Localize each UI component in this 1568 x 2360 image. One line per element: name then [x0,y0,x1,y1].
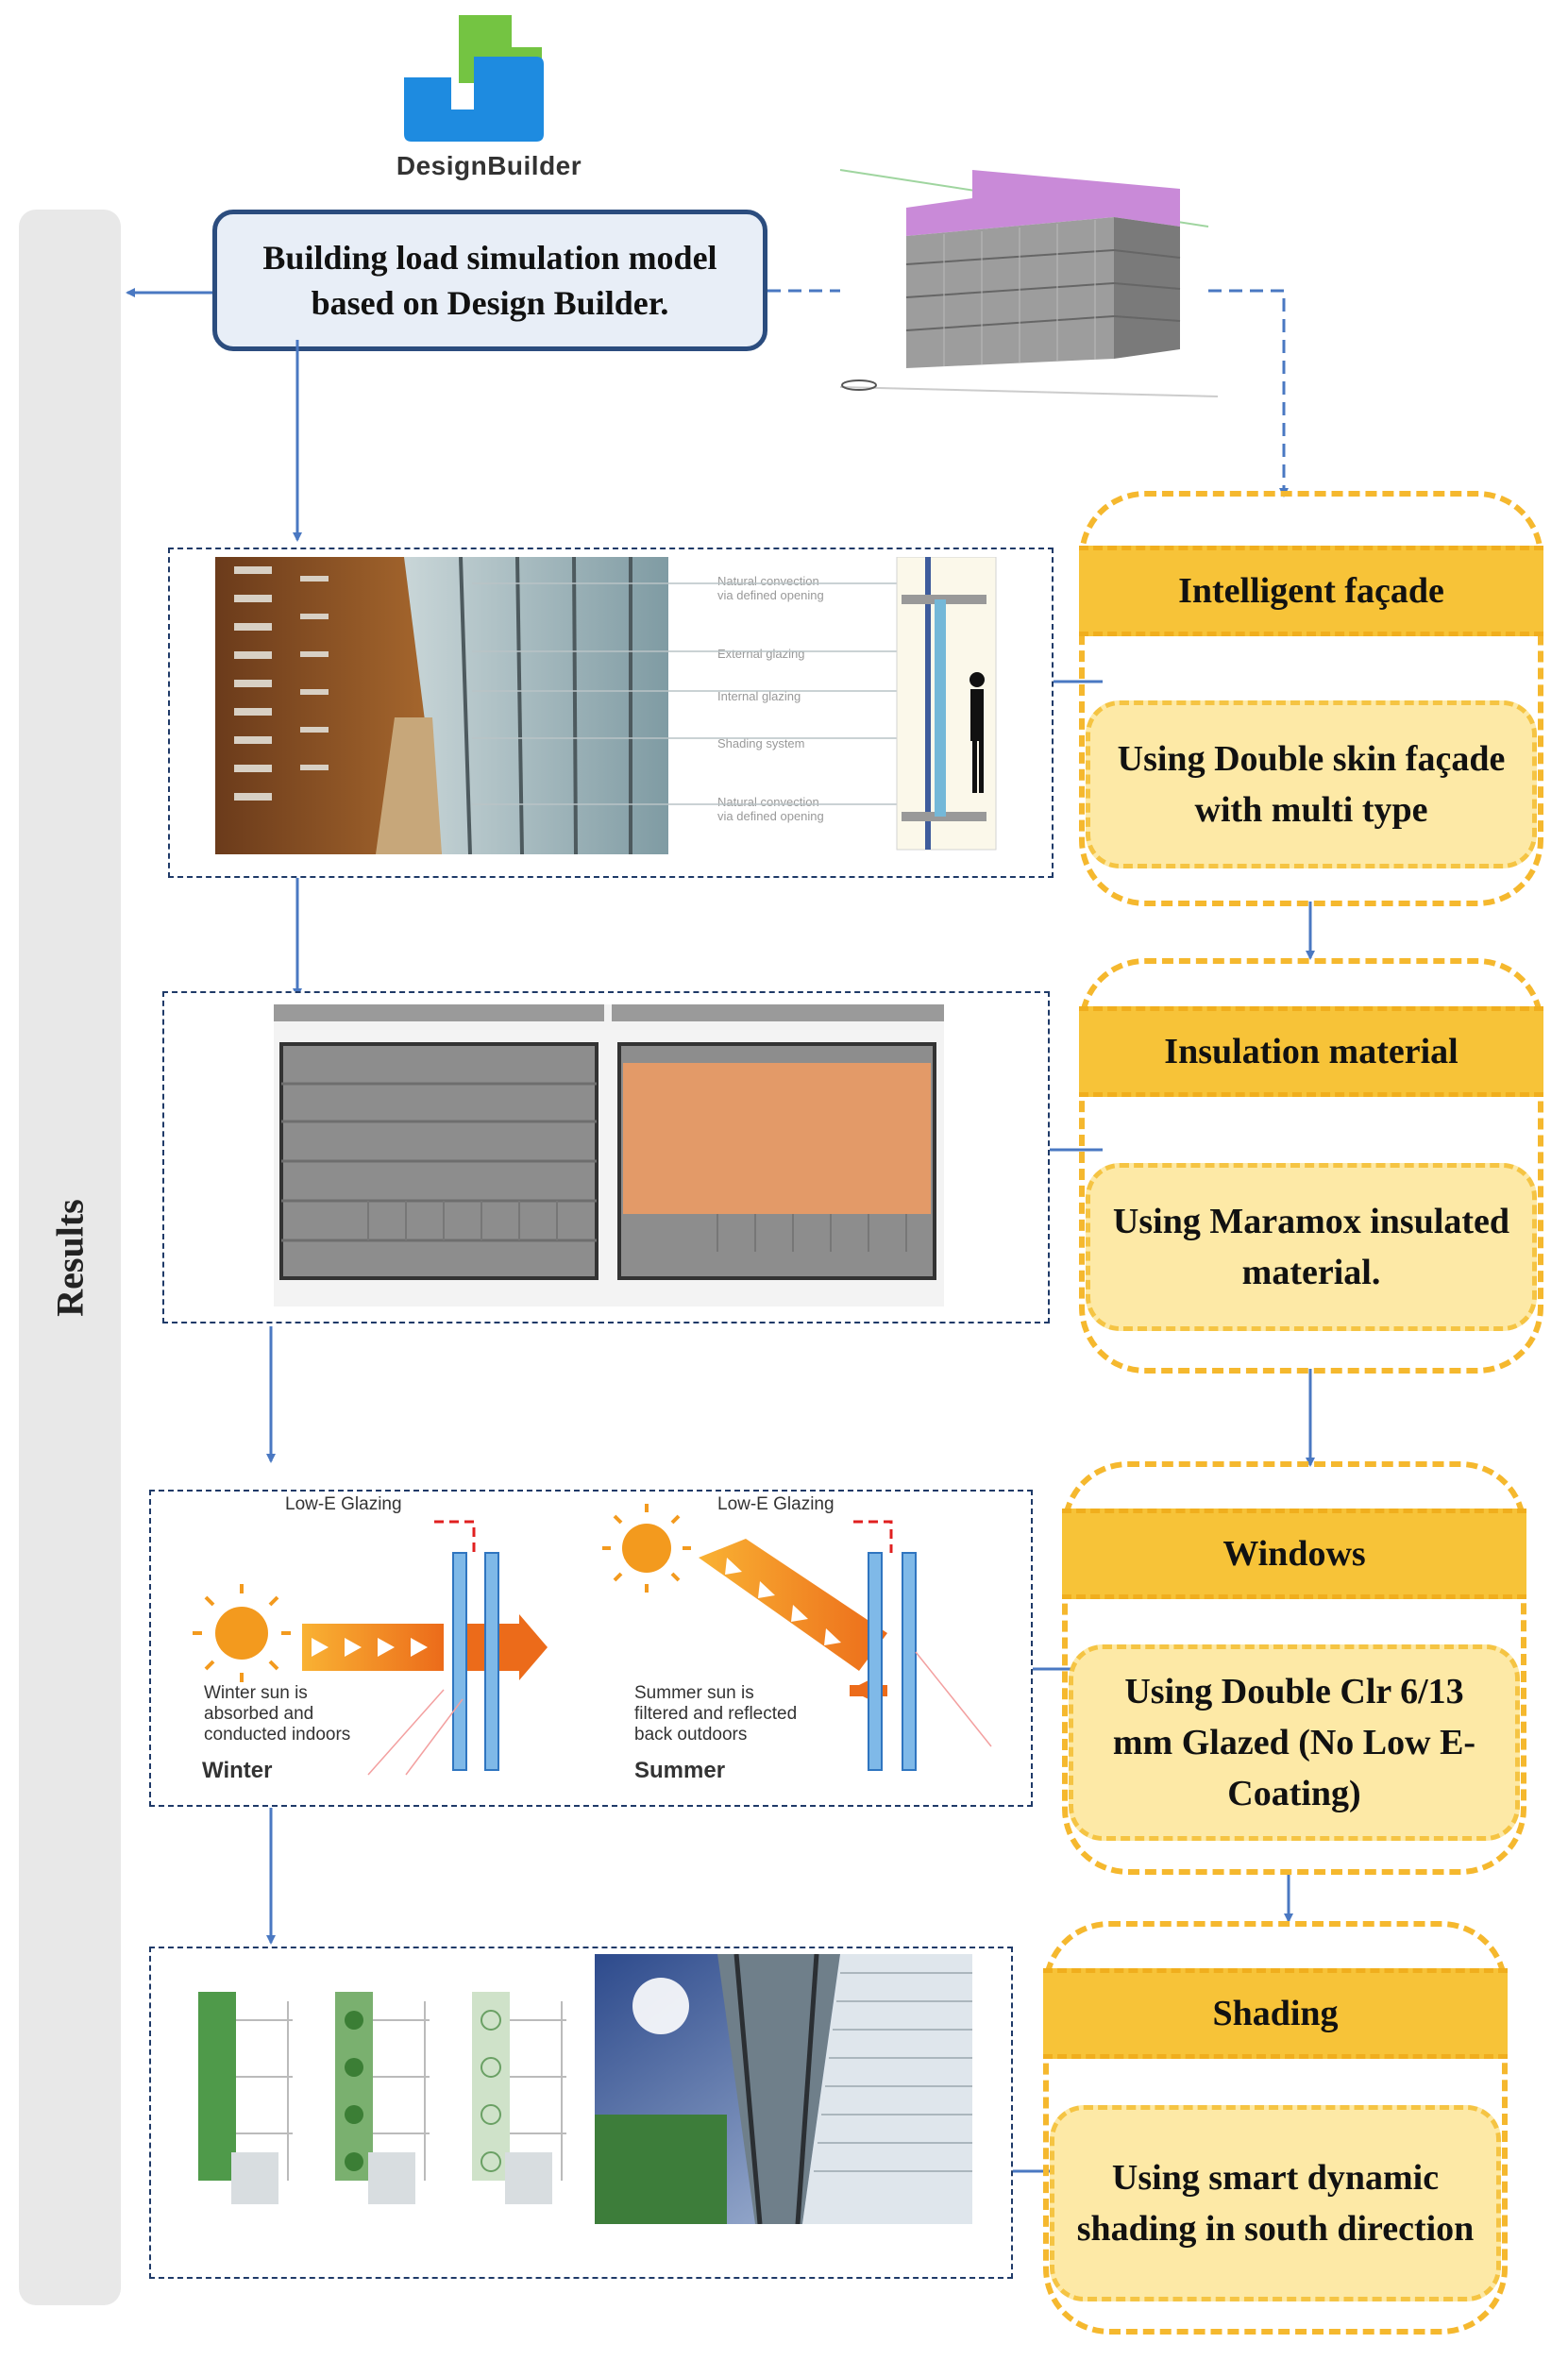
strategy-insulation-body: Using Maramox insulated material. [1086,1163,1537,1331]
shading-photo-image [595,1954,972,2224]
strategy-shading-header: Shading [1043,1968,1508,2059]
designbuilder-logo-icon [404,15,544,142]
insulation-sections-image [274,1004,944,1306]
strategy-insulation-description: Using Maramox insulated material. [1112,1202,1510,1292]
results-bar [19,210,121,2305]
model-box: Building load simulation model based on … [212,210,767,351]
facade-photo-image [215,557,668,854]
strategy-insulation-box [1079,958,1543,1374]
winter-season-label: Winter [202,1758,273,1783]
model-label: Building load simulation model based on … [262,239,717,322]
logo-text: DesignBuilder [396,151,582,180]
leader-label-external: External glazing [717,647,805,661]
strategy-facade-title: Intelligent façade [1178,571,1444,611]
winter-caption: Winter sun is absorbed and conducted ind… [204,1683,351,1745]
strategy-windows-header: Windows [1062,1509,1526,1599]
strategy-facade-header: Intelligent façade [1079,546,1543,636]
strategy-facade-body: Using Double skin façade with multi type [1086,700,1537,868]
strategy-windows-description: Using Double Clr 6/13 mm Glazed (No Low … [1112,1672,1476,1813]
strategy-facade-description: Using Double skin façade with multi type [1117,739,1506,830]
facade-section-drawing [472,557,997,851]
glazing-diagram [193,1504,992,1776]
leader-label-shading: Shading system [717,736,805,750]
summer-glazing-label: Low-E Glazing [717,1494,835,1514]
building-model-image [839,169,1219,397]
summer-season-label: Summer [634,1758,726,1783]
strategy-insulation-title: Insulation material [1164,1032,1458,1071]
leader-label-internal: Internal glazing [717,689,801,703]
summer-caption: Summer sun is filtered and reflected bac… [634,1683,798,1745]
strategy-windows-box [1062,1461,1526,1875]
strategy-windows-body: Using Double Clr 6/13 mm Glazed (No Low … [1069,1644,1520,1841]
strategy-insulation-header: Insulation material [1079,1006,1543,1097]
strategy-shading-title: Shading [1212,1994,1339,2033]
arrow-building-to-facade [1208,289,1289,497]
strategy-shading-body: Using smart dynamic shading in south dir… [1050,2105,1501,2301]
strategy-facade-box [1079,491,1543,906]
strategy-windows-title: Windows [1222,1534,1366,1574]
shading-diagrams-image [198,1992,566,2204]
strategy-shading-description: Using smart dynamic shading in south dir… [1076,2158,1475,2249]
panel-glazing [149,1490,1033,1807]
strategy-shading-box [1043,1921,1508,2335]
winter-glazing-label: Low-E Glazing [285,1494,402,1514]
